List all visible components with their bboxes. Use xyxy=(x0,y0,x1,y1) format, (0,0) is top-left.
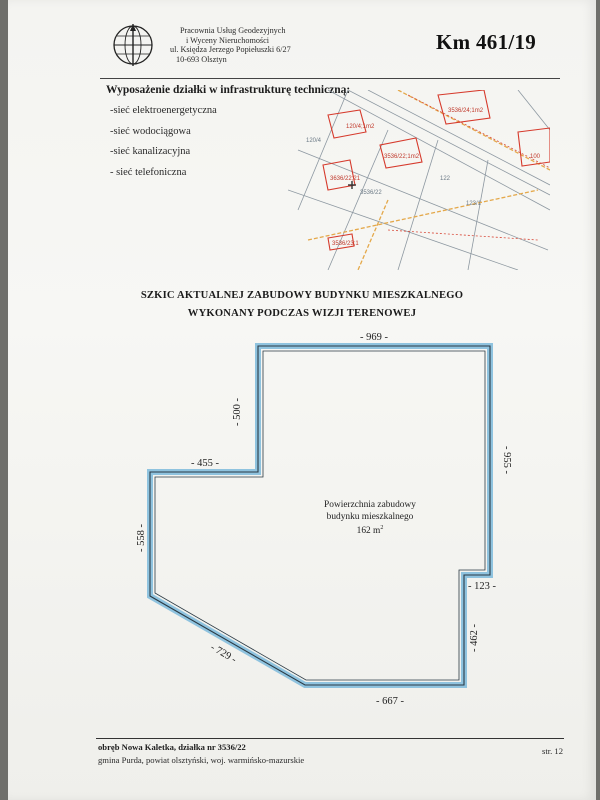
infrastructure-item: -sieć kanalizacyjna xyxy=(110,146,191,157)
area-line1: Powierzchnia zabudowy xyxy=(324,500,416,510)
area-line2: budynku mieszkalnego xyxy=(326,511,414,522)
area-label: Powierzchnia zabudowy budynku mieszkalne… xyxy=(300,500,440,538)
area-unit-superscript: 2 xyxy=(380,525,384,531)
sketch-title-line1: SZKIC AKTUALNEJ ZABUDOWY BUDYNKU MIESZKA… xyxy=(140,290,464,301)
building-outline-inner xyxy=(154,350,486,681)
infrastructure-item: - sieć telefoniczna xyxy=(110,166,187,178)
document-header: Pracownia Usług Geodezyjnych i Wyceny Ni… xyxy=(8,0,596,80)
dimension-right: - 955 - xyxy=(501,446,512,474)
globe-logo-icon xyxy=(113,24,153,66)
map-label: 3536/24;1m2 xyxy=(448,108,484,114)
building-outline-edge xyxy=(149,345,491,686)
map-labels: 120/4;1m2 3536/24;1m2 3536/22;1m2 3636/2… xyxy=(330,108,541,247)
map-label: 3536/22;1m2 xyxy=(384,154,420,160)
utility-lines xyxy=(307,90,550,270)
dimension-right-lower: - 462 - xyxy=(469,624,480,652)
map-label: 3536/23;1 xyxy=(332,241,359,247)
footer-location-line1: obręb Nowa Kaletka, działka nr 3536/22 xyxy=(98,742,246,752)
parcel-labels: 120/4 3536/22 122 123/1 xyxy=(306,138,482,207)
document-page: Pracownia Usług Geodezyjnych i Wyceny Ni… xyxy=(8,0,596,800)
dimension-left: - 558 - xyxy=(136,524,147,552)
parcel-label: 120/4 xyxy=(306,138,322,144)
map-label: 3636/22;21 xyxy=(330,176,361,182)
utility-lines-red xyxy=(387,94,550,241)
area-value-line: 162 m2 xyxy=(300,523,440,538)
dimension-left-upper: - 500 - xyxy=(232,398,243,426)
infrastructure-list: -sieć elektroenergetyczna -sieć wodociąg… xyxy=(110,101,217,183)
sketch-title-line2: WYKONANY PODCZAS WIZJI TERENOWEJ xyxy=(187,308,417,319)
company-address: Pracownia Usług Geodezyjnych i Wyceny Ni… xyxy=(170,26,291,64)
building-outlines xyxy=(322,90,550,251)
footer-divider xyxy=(96,738,564,739)
map-label: 120/4;1m2 xyxy=(346,124,375,130)
header-divider xyxy=(100,78,560,79)
parcel-label: 3536/22 xyxy=(360,190,382,196)
company-line: 10-693 Olsztyn xyxy=(176,54,227,64)
survey-point-icon xyxy=(348,181,356,189)
document-number: Km 461/19 xyxy=(436,30,537,54)
parcel-boundaries xyxy=(288,90,550,270)
company-line: Pracownia Usług Geodezyjnych xyxy=(180,26,286,35)
infrastructure-item: -sieć wodociągowa xyxy=(110,125,191,137)
parcel-label: 122 xyxy=(440,176,451,182)
parcel-label: 123/1 xyxy=(466,201,482,207)
building-footprint-sketch: - 969 - - 500 - - 455 - - 558 - - 955 - … xyxy=(136,332,512,707)
dimension-notch: - 123 - xyxy=(468,581,496,592)
dimension-top: - 969 - xyxy=(360,332,388,343)
infrastructure-title: Wyposażenie działki w infrastrukturę tec… xyxy=(106,84,351,96)
map-label: 100 xyxy=(530,154,541,160)
dimension-step: - 455 - xyxy=(191,458,219,469)
dimension-bottom: - 667 - xyxy=(376,696,404,707)
company-line: ul. Księdza Jerzego Popiełuszki 6/27 xyxy=(170,45,291,55)
page-number: str. 12 xyxy=(542,746,564,756)
infrastructure-item: -sieć elektroenergetyczna xyxy=(110,105,217,116)
site-map-excerpt: 120/4;1m2 3536/24;1m2 3536/22;1m2 3636/2… xyxy=(288,90,550,270)
footer-location-line2: gmina Purda, powiat olsztyński, woj. war… xyxy=(98,755,305,765)
company-line: i Wyceny Nieruchomości xyxy=(186,35,270,45)
area-value: 162 m xyxy=(356,526,381,537)
